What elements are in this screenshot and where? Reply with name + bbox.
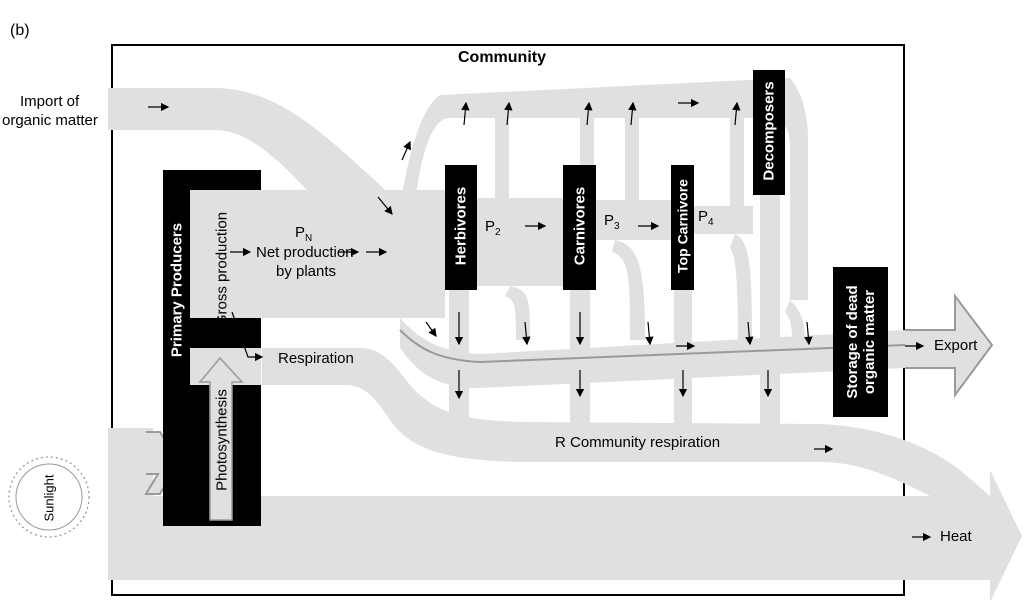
gross-production-label: P Gross production	[213, 211, 231, 341]
panel-label: (b)	[10, 22, 30, 39]
pn-symbol: P	[295, 224, 306, 241]
net-production-line2: by plants	[276, 263, 337, 280]
p4-subscript: 4	[708, 217, 714, 228]
community-respiration-label: R Community respiration	[555, 434, 721, 451]
storage-box	[833, 267, 888, 417]
heat-label: Heat	[940, 528, 972, 545]
photosynthesis-label: Photosynthesis	[213, 389, 231, 491]
community-title: Community	[458, 49, 546, 66]
p3-symbol: P	[604, 212, 615, 229]
primary-producers-label: Primary Producers	[168, 222, 186, 358]
p3-subscript: 3	[614, 221, 620, 232]
heat-band	[108, 470, 1022, 602]
sun-icon	[8, 456, 90, 538]
top-carnivore-box	[671, 165, 694, 290]
decomposers-label: Decomposers	[760, 81, 778, 181]
p4-label: P4	[698, 208, 714, 232]
carnivores-box	[563, 165, 596, 290]
p4-symbol: P	[698, 208, 709, 225]
p2-symbol: P	[485, 218, 496, 235]
respiration-label: Respiration	[278, 350, 354, 367]
storage-label-line2: organic matter	[861, 289, 878, 395]
p2-label: P2	[485, 218, 501, 242]
pn-label: PN	[295, 224, 312, 248]
sunlight-chevron	[144, 431, 180, 495]
import-label-line1: Import of	[20, 93, 80, 110]
herbivores-label: Herbivores	[452, 186, 470, 266]
export-label: Export	[934, 337, 978, 354]
import-label-line2: organic matter	[2, 112, 98, 129]
net-production-line1: Net production	[256, 244, 354, 261]
flow-arrows	[148, 98, 932, 542]
storage-label: Storage of dead organic matter	[844, 285, 878, 398]
decomposers-box	[753, 70, 785, 195]
community-border	[111, 44, 905, 596]
carnivores-label: Carnivores	[571, 186, 589, 266]
pn-subscript: N	[305, 233, 313, 244]
sunlight-band	[108, 428, 153, 496]
storage-label-line1: Storage of dead	[844, 285, 861, 399]
p3-label: P3	[604, 212, 620, 236]
top-carnivore-label: Top Carnivore	[674, 179, 691, 273]
p2-subscript: 2	[495, 227, 501, 238]
sunlight-label: Sunlight	[41, 474, 57, 522]
community-respiration-band	[262, 348, 990, 496]
photosynthesis-arrow	[198, 356, 244, 521]
herbivores-box	[445, 165, 477, 290]
